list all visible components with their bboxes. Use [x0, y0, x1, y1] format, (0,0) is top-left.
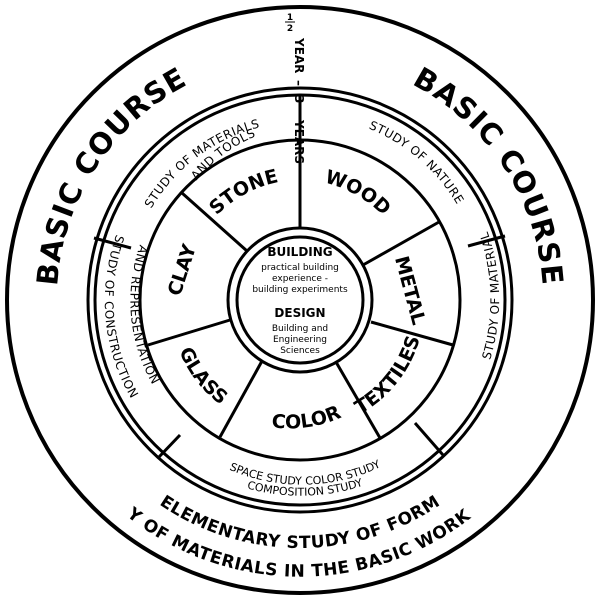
study-construction-line2: AND REPRESENTATION	[127, 243, 162, 386]
material-textiles: TEXTILES	[351, 333, 425, 419]
basic-course-inner-ring	[86, 86, 514, 514]
materials-spokes	[147, 140, 454, 439]
material-clay: CLAY	[164, 241, 201, 298]
material-metal: METAL	[390, 254, 429, 327]
building-sub2: experience -	[272, 274, 328, 284]
design-sub1: Building and	[272, 324, 328, 334]
design-sub2: Engineering	[273, 335, 327, 345]
design-sub3: Sciences	[280, 346, 320, 356]
three-label: 3	[292, 95, 306, 103]
year-label: YEAR	[292, 37, 306, 73]
material-wood: WOOD	[323, 166, 395, 220]
years-label: YEARS	[292, 119, 306, 164]
material-color: COLOR	[271, 401, 344, 433]
center-ring	[235, 235, 365, 365]
duration-label: 1 2 YEAR – 3 YEARS	[285, 13, 306, 164]
material-glass: GLASS	[174, 344, 231, 409]
study-spokes	[93, 95, 506, 460]
building-heading: BUILDING	[267, 245, 332, 259]
half-numerator: 1	[287, 13, 293, 23]
design-heading: DESIGN	[274, 306, 325, 320]
material-stone: STONE	[205, 165, 280, 219]
center-label: BUILDING practical building experience -…	[252, 245, 348, 356]
duration-separator: –	[292, 80, 306, 86]
outer-ring	[5, 5, 595, 595]
half-denominator: 2	[287, 24, 293, 34]
building-sub3: building experiments	[252, 285, 348, 295]
building-sub1: practical building	[261, 263, 339, 273]
